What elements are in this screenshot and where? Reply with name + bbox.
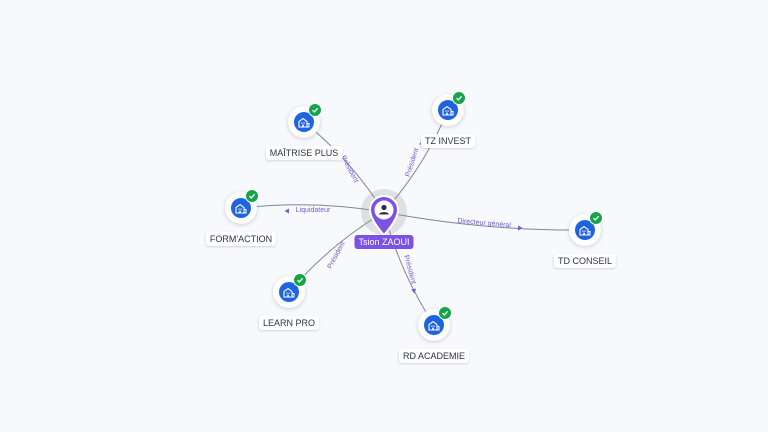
company-name: TD CONSEIL — [553, 254, 617, 268]
building-icon — [575, 220, 595, 240]
building-icon — [294, 112, 314, 132]
company-circle — [288, 106, 320, 138]
arrow-icon — [518, 225, 523, 231]
edge-label-td: Directeur général — [457, 218, 512, 230]
company-circle — [225, 192, 257, 224]
building-icon — [438, 100, 458, 120]
edge-td — [383, 211, 586, 231]
edge-label-formaction: Liquidateur — [296, 207, 331, 214]
check-icon — [293, 273, 307, 287]
user-icon — [368, 195, 400, 236]
edge-label-maitrise: Président — [339, 155, 359, 184]
building-icon — [424, 315, 444, 335]
edge-label-tz: Président — [405, 147, 421, 177]
person-name: Tsion ZAOUI — [354, 235, 414, 249]
check-icon — [438, 306, 452, 320]
check-icon — [245, 189, 259, 203]
check-icon — [308, 103, 322, 117]
arrow-icon — [284, 208, 289, 214]
building-icon — [231, 198, 251, 218]
check-icon — [452, 91, 466, 105]
check-icon — [589, 211, 603, 225]
company-name: FORM'ACTION — [205, 232, 277, 246]
company-name: MAÎTRISE PLUS — [265, 146, 343, 160]
company-name: RD ACADEMIE — [398, 349, 470, 363]
arrow-icon — [411, 288, 417, 294]
company-circle — [569, 214, 601, 246]
company-name: LEARN PRO — [258, 316, 320, 330]
company-name: TZ INVEST — [420, 134, 476, 148]
building-icon — [279, 282, 299, 302]
